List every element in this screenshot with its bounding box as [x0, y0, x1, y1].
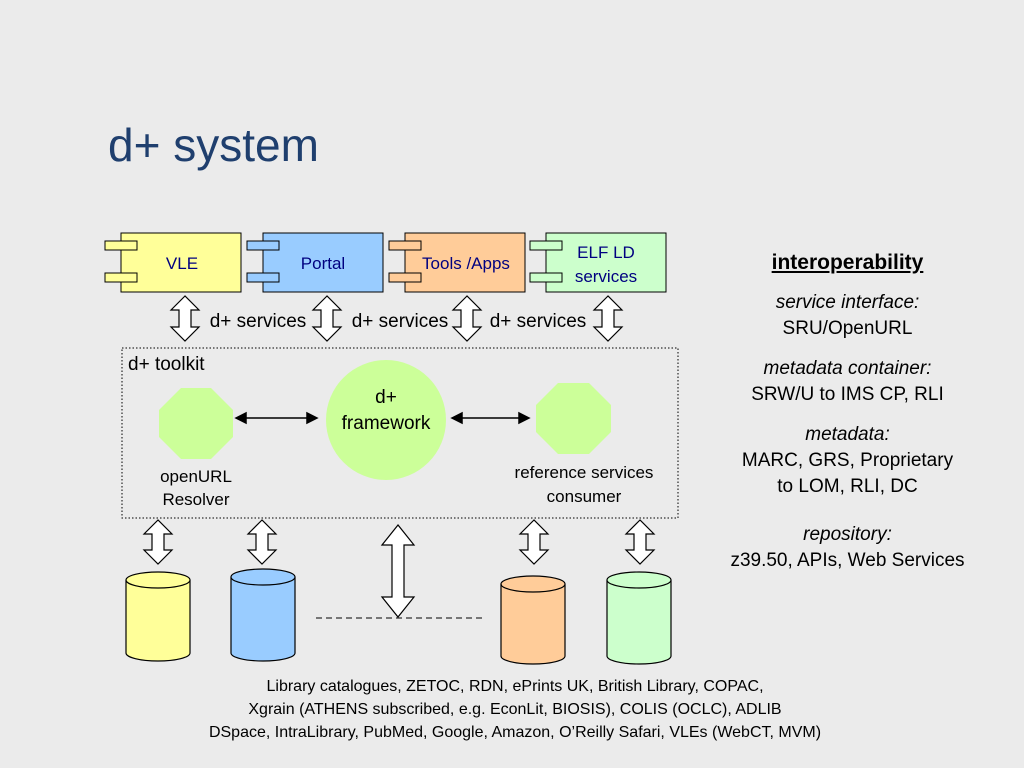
arrow-head-icon: [450, 411, 463, 425]
arrow-head-icon: [306, 411, 319, 425]
group-value: MARC, GRS, Proprietary: [741, 450, 954, 471]
repository-cylinders: [125, 568, 672, 665]
app-component-portal: Portal: [246, 232, 384, 293]
group-value: SRU/OpenURL: [782, 318, 913, 339]
page-title: d+ system: [108, 119, 319, 171]
repository-cylinder-yellow: [125, 571, 191, 662]
elf-box: [545, 232, 667, 293]
elf-label-line2: services: [575, 267, 637, 286]
portal-label: Portal: [301, 254, 345, 273]
resolver-label-line1: openURL: [160, 467, 232, 486]
interoperability-panel: interoperability service interface: SRU/…: [700, 250, 995, 588]
repository-list-line: DSpace, IntraLibrary, PubMed, Google, Am…: [208, 724, 822, 741]
component-tab: [246, 240, 280, 251]
double-arrow-icon: [142, 519, 174, 565]
repository-cylinder-green: [606, 571, 672, 665]
arrow-head-icon: [518, 411, 531, 425]
component-tab: [104, 272, 138, 283]
framework-circle: [326, 360, 446, 480]
arrow-head-icon: [234, 411, 247, 425]
resolver-label-line2: Resolver: [162, 490, 229, 509]
app-component-vle: VLE: [104, 232, 242, 293]
tools-label: Tools /Apps: [422, 254, 510, 273]
service-interface-group: service interface: SRU/OpenURL: [700, 290, 995, 342]
services-label: d+ services: [210, 311, 307, 332]
double-arrow-icon: [592, 295, 624, 342]
vle-label: VLE: [166, 254, 198, 273]
consumer-label-line2: consumer: [547, 487, 622, 506]
double-arrow-icon: [246, 519, 278, 565]
double-arrow-icon: [169, 295, 201, 342]
double-arrow-icon: [518, 519, 550, 565]
framework-label-line1: d+: [375, 387, 397, 408]
services-label: d+ services: [490, 311, 587, 332]
app-component-elf: ELF LD services: [529, 232, 667, 293]
component-tab: [388, 240, 422, 251]
metadata-group: metadata: MARC, GRS, Proprietary to LOM,…: [700, 422, 995, 500]
group-label: metadata:: [805, 424, 890, 445]
repository-group: repository: z39.50, APIs, Web Services: [700, 522, 995, 574]
component-tab: [246, 272, 280, 283]
repository-list-line: Library catalogues, ZETOC, RDN, ePrints …: [266, 678, 764, 695]
elf-label-line1: ELF LD: [577, 243, 635, 262]
resolver-octagon: [159, 388, 233, 459]
group-label: repository:: [803, 524, 892, 545]
consumer-label-line1: reference services: [515, 463, 654, 482]
repository-list-line: Xgrain (ATHENS subscribed, e.g. EconLit,…: [248, 701, 782, 718]
toolkit-label: d+ toolkit: [128, 354, 205, 375]
group-label: metadata container:: [763, 358, 932, 379]
repository-cylinder-orange: [500, 575, 566, 665]
metadata-container-group: metadata container: SRW/U to IMS CP, RLI: [700, 356, 995, 408]
group-label: service interface:: [775, 292, 920, 313]
component-tab: [529, 272, 563, 283]
component-tab: [388, 272, 422, 283]
long-double-arrow-icon: [380, 524, 416, 618]
double-arrow-icon: [624, 519, 656, 565]
tools-box: [404, 232, 526, 293]
component-tab: [529, 240, 563, 251]
framework-label-line2: framework: [342, 413, 431, 434]
interoperability-heading: interoperability: [771, 251, 924, 274]
component-tab: [104, 240, 138, 251]
group-value: SRW/U to IMS CP, RLI: [751, 384, 944, 405]
group-value: to LOM, RLI, DC: [777, 476, 918, 497]
repository-cylinder-blue: [230, 568, 296, 662]
vle-box: [120, 232, 242, 293]
portal-box: [262, 232, 384, 293]
app-component-tools: Tools /Apps: [388, 232, 526, 293]
toolkit-box: [121, 347, 679, 519]
services-label: d+ services: [352, 311, 449, 332]
double-arrow-icon: [311, 295, 343, 342]
consumer-octagon: [536, 383, 611, 454]
double-arrow-icon: [451, 295, 483, 342]
group-value: z39.50, APIs, Web Services: [730, 550, 965, 571]
repository-list: Library catalogues, ZETOC, RDN, ePrints …: [40, 675, 990, 744]
